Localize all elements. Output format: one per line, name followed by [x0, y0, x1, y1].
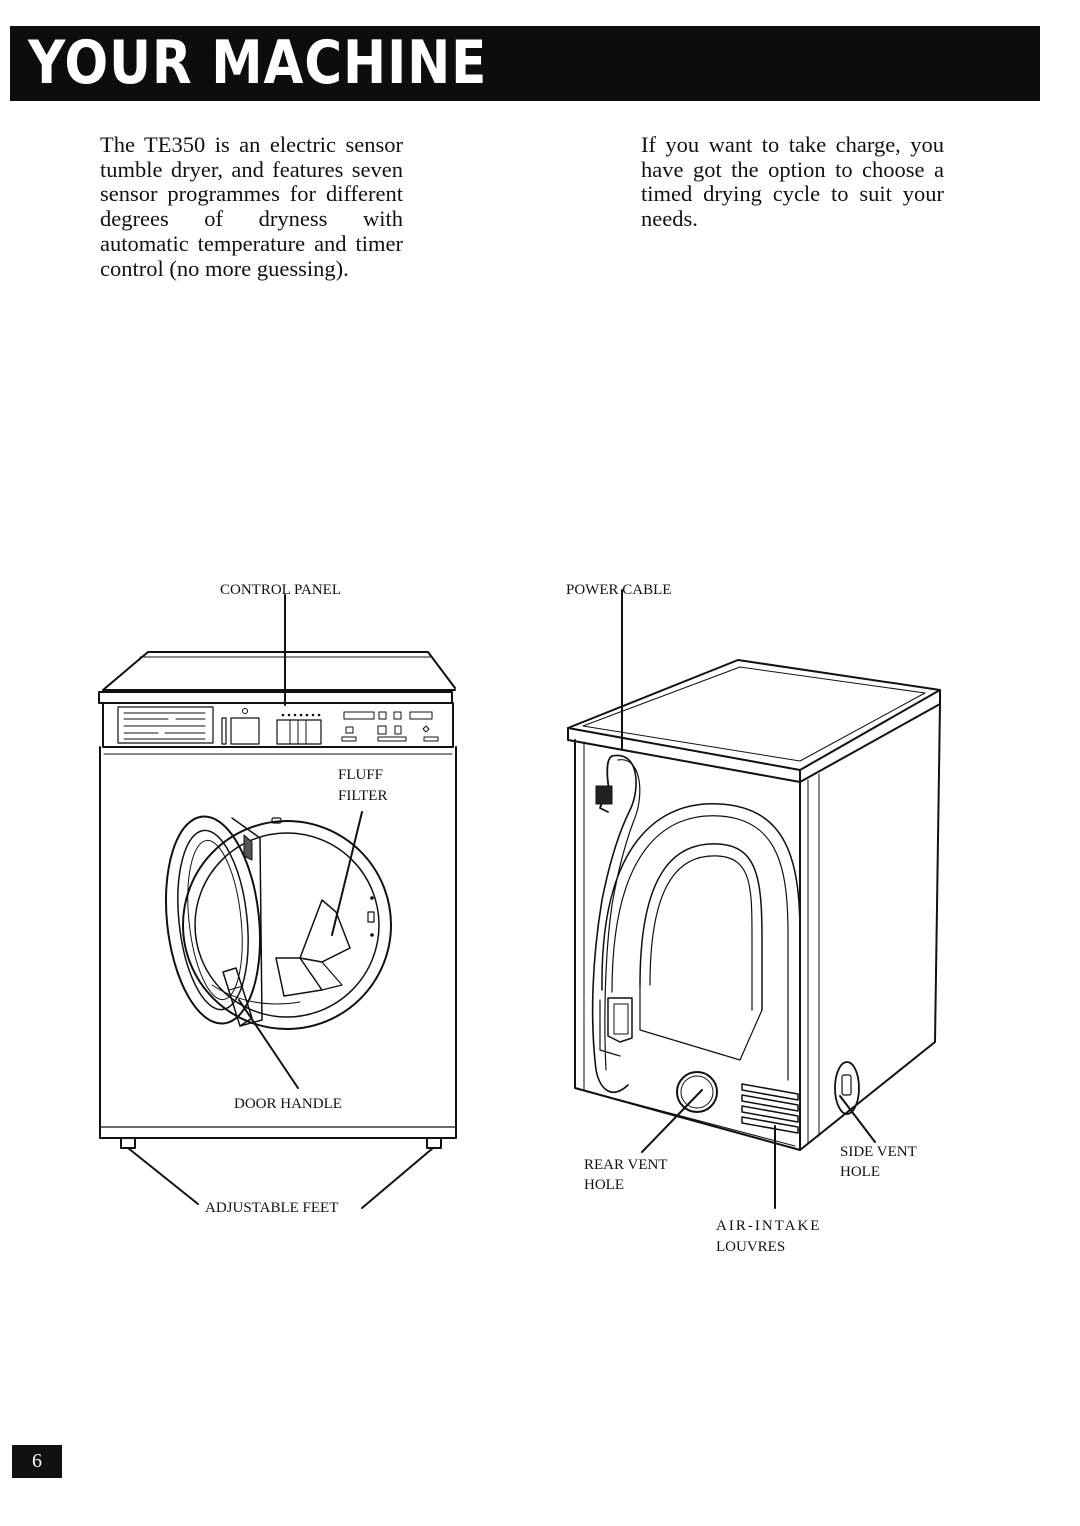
title-banner: YOUR MACHINE — [10, 26, 1040, 101]
label-side-vent-line1: SIDE VENT — [840, 1144, 917, 1160]
label-side-vent-line2: HOLE — [840, 1164, 880, 1180]
label-control-panel: CONTROL PANEL — [220, 582, 341, 598]
label-rear-vent-line1: REAR VENT — [584, 1157, 668, 1173]
label-air-intake-line1: AIR-INTAKE — [716, 1218, 822, 1234]
label-fluff-filter-line1: FLUFF — [338, 767, 384, 783]
page-number: 6 — [12, 1445, 62, 1478]
label-power-cable: POWER CABLE — [566, 582, 672, 598]
label-fluff-filter-line2: FILTER — [338, 788, 388, 804]
label-adjustable-feet: ADJUSTABLE FEET — [205, 1200, 339, 1216]
intro-paragraph-left: The TE350 is an electric sensor tumble d… — [100, 132, 403, 281]
rear-view-illustration — [568, 590, 940, 1208]
front-view-illustration — [99, 595, 456, 1208]
label-door-handle: DOOR HANDLE — [234, 1096, 342, 1112]
intro-paragraph-right: If you want to take charge, you have got… — [641, 132, 944, 232]
page-title: YOUR MACHINE — [28, 28, 488, 98]
label-rear-vent-line2: HOLE — [584, 1177, 624, 1193]
label-air-intake-line2: LOUVRES — [716, 1239, 786, 1255]
